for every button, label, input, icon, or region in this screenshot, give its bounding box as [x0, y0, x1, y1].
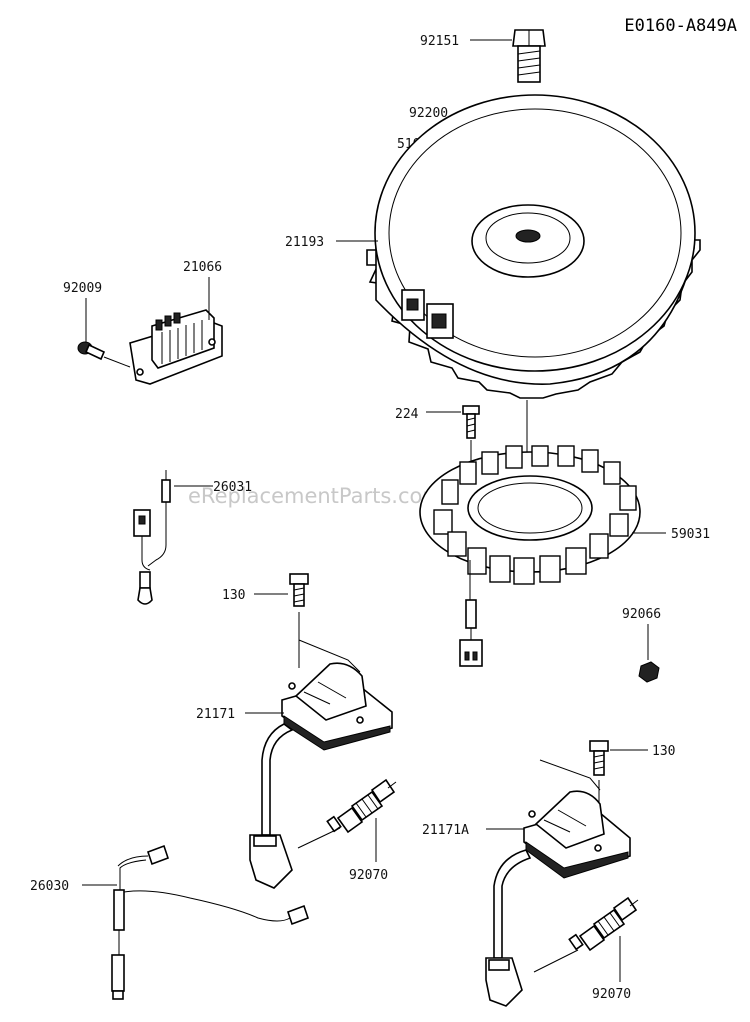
- callout-26030: 26030: [30, 879, 69, 894]
- callout-92009: 92009: [63, 281, 102, 296]
- bolt-130-right[interactable]: [589, 740, 609, 776]
- bolt-130-left[interactable]: [289, 573, 309, 607]
- callout-92070-left: 92070: [349, 868, 388, 883]
- callout-21171: 21171: [196, 707, 235, 722]
- spark-plug-92070-left[interactable]: [326, 778, 397, 834]
- callout-92200: 92200: [409, 106, 448, 121]
- ignition-coil-21171[interactable]: [249, 639, 393, 889]
- lead-26031[interactable]: [133, 470, 171, 605]
- callout-92066: 92066: [622, 607, 661, 622]
- callout-21066: 21066: [183, 260, 222, 275]
- regulator-21066[interactable]: [129, 309, 223, 385]
- callout-224: 224: [395, 407, 419, 422]
- callout-21171A: 21171A: [422, 823, 469, 838]
- callout-21193: 21193: [285, 235, 324, 250]
- callout-92151: 92151: [420, 34, 459, 49]
- screw-92009[interactable]: [77, 341, 106, 361]
- harness-26030[interactable]: [111, 844, 310, 1000]
- callout-130-right: 130: [652, 744, 675, 759]
- nut-92066[interactable]: [638, 661, 660, 683]
- stator-59031[interactable]: [419, 445, 641, 667]
- callout-130-left: 130: [222, 588, 245, 603]
- drawing-code: E0160-A849A: [624, 16, 737, 36]
- watermark: eReplacementParts.com: [188, 484, 443, 508]
- ignition-coil-21171A[interactable]: [485, 759, 631, 1007]
- bolt-92151[interactable]: [512, 29, 546, 83]
- callout-59031: 59031: [671, 527, 710, 542]
- callout-26031: 26031: [213, 480, 252, 495]
- bolt-224[interactable]: [462, 405, 480, 439]
- spark-plug-92070-right[interactable]: [568, 896, 639, 952]
- callout-92070-right: 92070: [592, 987, 631, 1002]
- flywheel-21193[interactable]: [366, 94, 701, 399]
